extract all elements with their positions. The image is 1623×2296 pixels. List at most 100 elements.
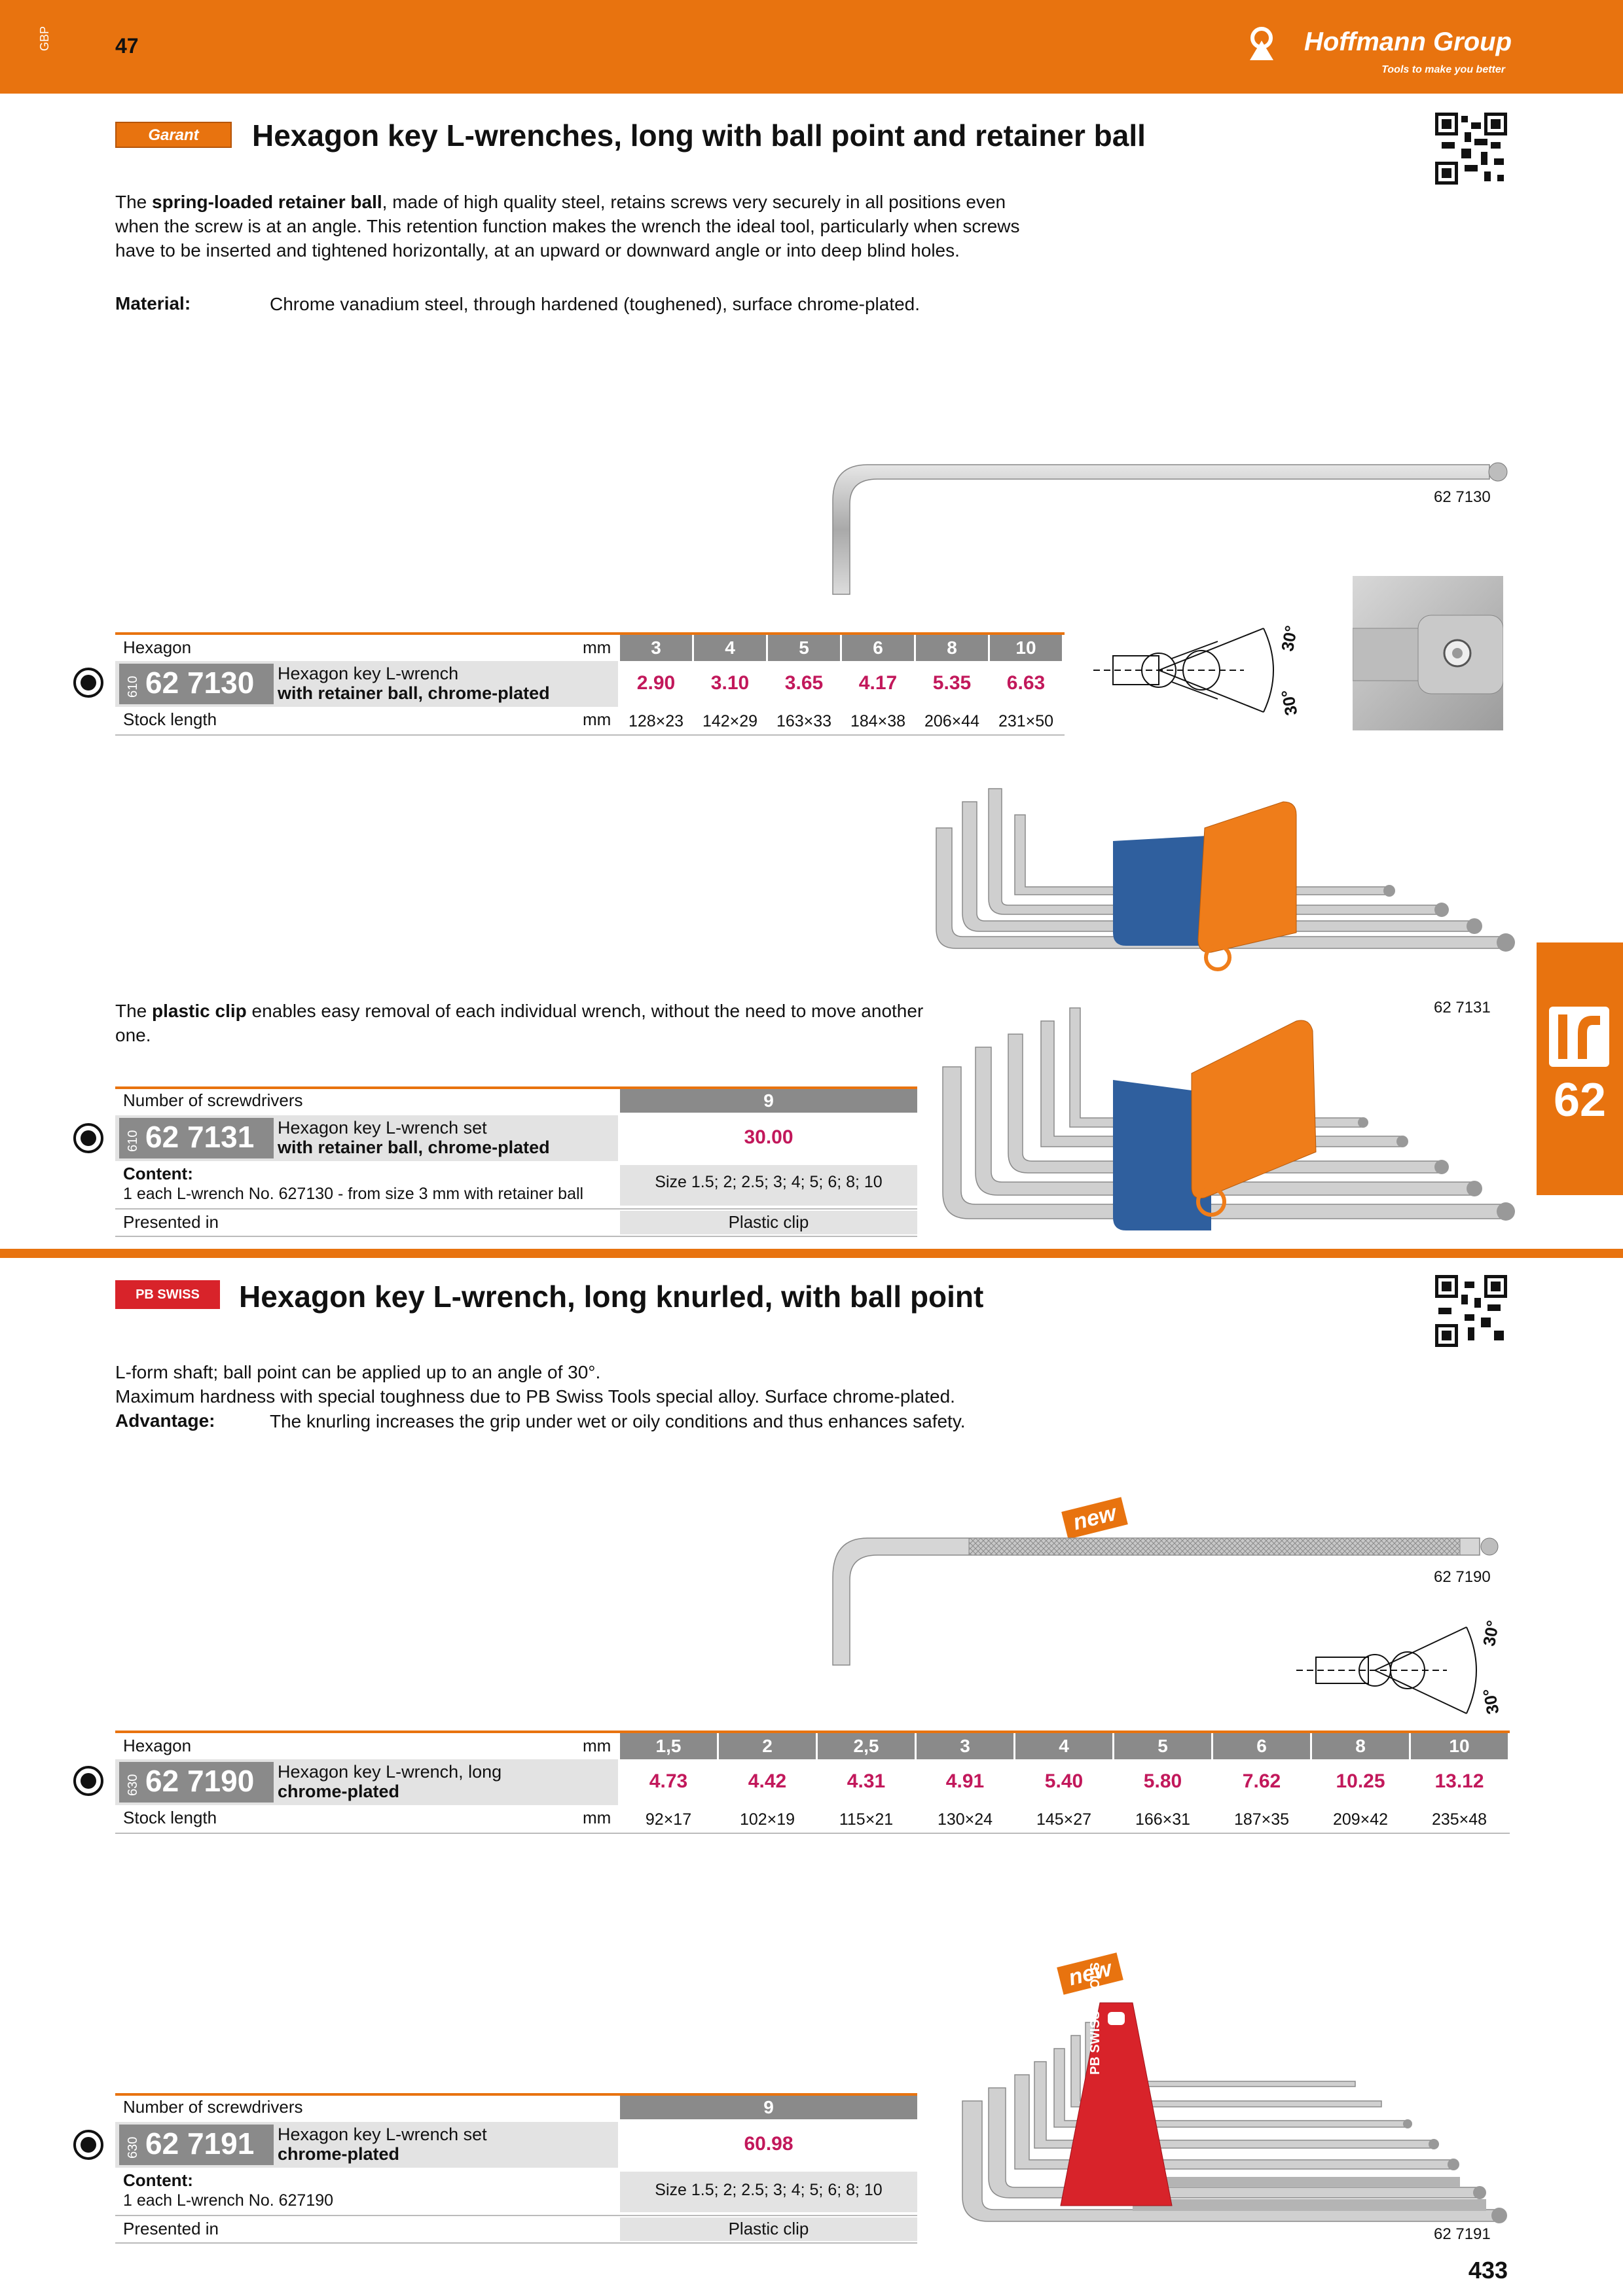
product-image-627190 (805, 1525, 1512, 1669)
top-banner (0, 0, 1623, 94)
table1-stock-label: Stock length (123, 709, 217, 729)
table1-size-cell-2: 5 (768, 635, 840, 661)
angle-bottom-label: 30° (1478, 1687, 1503, 1716)
ball-angle-diagram-2: 30° 30° (1296, 1614, 1519, 1732)
product-image-627130 (805, 445, 1512, 602)
table1-stock-cell-5: 231×50 (998, 712, 1054, 730)
material-label: Material: (115, 293, 191, 314)
section-separator (0, 1249, 1623, 1258)
order-bullet-icon (73, 1123, 103, 1153)
table3-size-cell-8: 10 (1411, 1733, 1508, 1759)
table3-price-cell-2: 4.31 (818, 1762, 915, 1801)
table1-article-number[interactable]: 62 7130 (145, 666, 255, 700)
qr-code-icon[interactable] (1435, 113, 1507, 185)
table2-number-value: 9 (620, 1089, 917, 1113)
table2-article-box (119, 1118, 274, 1158)
table3-price-cell-1: 4.42 (719, 1762, 816, 1801)
table2-presented-label: Presented in (123, 1212, 219, 1232)
table1-size-cell-1: 4 (694, 635, 766, 661)
table3-unit: mm (583, 1736, 611, 1755)
table4-number-value: 9 (620, 2096, 917, 2119)
table4-bottom-rule (115, 2242, 917, 2244)
table3-article-box (119, 1762, 274, 1803)
table1-price-cell-1: 3.10 (694, 664, 766, 703)
table1-stock-cell-3: 184×38 (850, 712, 906, 730)
table4-article-prefix: 630 (126, 2136, 140, 2159)
table3-size-cell-4: 4 (1015, 1733, 1112, 1759)
table4-presented-value: Plastic clip (728, 2219, 809, 2238)
table3-size-cell-2: 2,5 (818, 1733, 915, 1759)
table2-content-sizes: Size 1.5; 2; 2.5; 3; 4; 5; 6; 8; 10 (655, 1173, 883, 1191)
table2-rule (115, 1208, 917, 1210)
table1-stock-unit: mm (583, 709, 611, 729)
retainer-closeup-photo (1352, 576, 1504, 730)
table2-number-label: Number of screwdrivers (123, 1090, 303, 1110)
table2-article-prefix: 610 (126, 1130, 140, 1152)
table4-sizes-band (620, 2172, 917, 2212)
table4-article-box (119, 2125, 274, 2165)
table3-stock-cell-1: 102×19 (739, 1810, 795, 1829)
material-value: Chrome vanadium steel, through hardened … (270, 294, 921, 314)
table4-price: 60.98 (620, 2125, 917, 2164)
clip-label: PB SWISS TOOLS (1088, 1962, 1103, 2075)
table3-stock-cell-6: 187×35 (1233, 1810, 1290, 1829)
order-bullet-icon (73, 2130, 103, 2160)
brand-name: Hoffmann Group (1304, 27, 1512, 56)
table4-content-value: 1 each L-wrench No. 627190 (123, 2191, 334, 2210)
image-caption-627130: 62 7130 (1434, 488, 1491, 506)
table2-price: 30.00 (620, 1118, 917, 1157)
product-image-627131-a (930, 782, 1519, 978)
table4-number-label: Number of screwdrivers (123, 2097, 303, 2117)
table3-price-cell-5: 5.80 (1114, 1762, 1211, 1801)
table4-presented-band (620, 2217, 917, 2241)
order-bullet-icon (73, 668, 103, 698)
table3-stock-cell-5: 166×31 (1135, 1810, 1191, 1829)
table3-price-cell-0: 4.73 (620, 1762, 717, 1801)
table4-top-rule (115, 2093, 917, 2096)
table1-price-cell-0: 2.90 (620, 664, 692, 703)
table3-article-number[interactable]: 62 7190 (145, 1764, 255, 1798)
section2-description: The plastic clip enables easy removal of… (115, 1001, 924, 1045)
section1-description: The spring-loaded retainer ball, made of… (115, 192, 1020, 260)
table1-bottom-rule (115, 734, 1065, 736)
section3-desc-line2: Maximum hardness with special toughness … (115, 1386, 955, 1407)
ball-angle-diagram: 30° 30° (1087, 615, 1322, 733)
chapter-tab[interactable] (1537, 942, 1623, 1195)
table4-content-label: Content: (123, 2170, 193, 2190)
table1-article-prefix: 610 (126, 675, 140, 698)
table3-price-cell-8: 13.12 (1411, 1762, 1508, 1801)
table2-bottom-rule (115, 1236, 917, 1237)
pb-swiss-tools-logo: PB SWISS TOOLS (115, 1280, 220, 1331)
page-number-top: 47 (115, 34, 139, 58)
chapter-number: 62 (1553, 1074, 1607, 1126)
table2-article-number[interactable]: 62 7131 (145, 1120, 255, 1154)
garant-logo: Garant (115, 122, 232, 148)
table1-unit: mm (583, 637, 611, 657)
brand-tagline: Tools to make you better (1381, 64, 1505, 75)
table1-stock-cell-4: 206×44 (924, 712, 980, 730)
table1-stock-cell-0: 128×23 (628, 712, 684, 730)
table3-stock-cell-8: 235×48 (1431, 1810, 1487, 1829)
table1-hexagon-label: Hexagon (123, 637, 192, 657)
table3-stock-cell-0: 92×17 (645, 1810, 692, 1829)
table1-size-cell-3: 6 (842, 635, 914, 661)
table1-size-cell-5: 10 (990, 635, 1062, 661)
hoffmann-logo-icon (1247, 24, 1286, 63)
table3-price-cell-6: 7.62 (1213, 1762, 1310, 1801)
table3-price-cell-4: 5.40 (1015, 1762, 1112, 1801)
section3-desc-line1: L-form shaft; ball point can be applied … (115, 1362, 601, 1382)
table4-presented-label: Presented in (123, 2219, 219, 2238)
table3-size-cell-3: 3 (917, 1733, 1013, 1759)
qr-code-icon[interactable] (1435, 1275, 1507, 1347)
image-caption-627131: 62 7131 (1434, 999, 1491, 1016)
table3-top-rule (115, 1731, 1510, 1733)
table2-content-value: 1 each L-wrench No. 627130 - from size 3… (123, 1185, 584, 1203)
advantage-value: The knurling increases the grip under we… (270, 1411, 966, 1431)
table1-top-rule (115, 632, 1065, 635)
table4-article-number[interactable]: 62 7191 (145, 2126, 255, 2161)
table3-size-cell-0: 1,5 (620, 1733, 717, 1759)
table1-stock-cell-2: 163×33 (776, 712, 832, 730)
section1-title: Hexagon key L-wrenches, long with ball p… (252, 118, 1146, 152)
